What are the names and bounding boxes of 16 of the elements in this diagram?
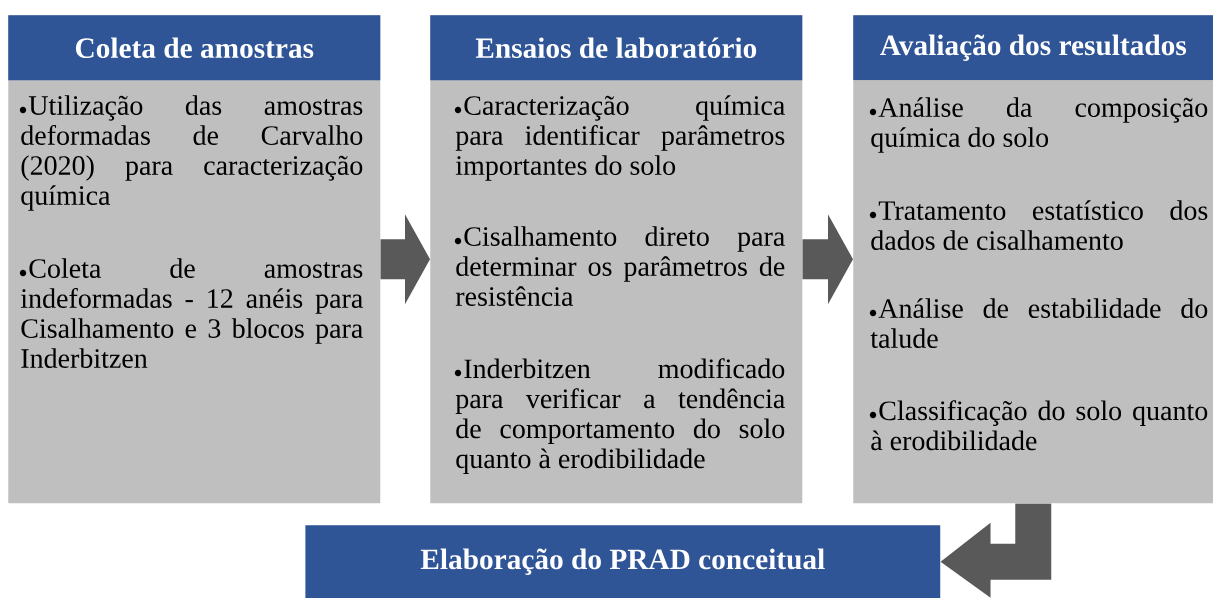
bullet-item: Análise de estabilidade do talude (869, 298, 1208, 348)
bullet-item: Coleta de amostras indeformadas - 12 anéis para Cisalhamento e 3 blocos para Inderbitzen (19, 258, 363, 368)
bullet-item: Cisalhamento direto para determinar os parâmetros de resistência (454, 226, 785, 306)
bullet-item: Análise da composição química do solo (869, 97, 1208, 153)
bullet-item: Classificação do solo quanto à erodibilidade (869, 400, 1208, 451)
block-arrow (802, 214, 853, 305)
block-arrow (380, 214, 430, 305)
block-arrow (940, 503, 1052, 598)
header-bar: Coleta de amostras (8, 15, 381, 81)
bullet-item: Utilização das amostras deformadas de Carvalho (2020) para caracterização química (19, 95, 363, 211)
bullet-item: Tratamento estatístico dos dados de cisalhamento (869, 200, 1208, 250)
header-bar: Avaliação dos resultados (853, 15, 1213, 81)
bullet-item: Caracterização química para identificar parâmetros importantes do solo (454, 95, 785, 181)
header-bar: Ensaios de laboratório (430, 15, 803, 81)
bullet-item: Inderbitzen modificado para verificar a tendência de comportamento do solo quanto à erodibilidade (454, 358, 785, 474)
title-bar: Elaboração do PRAD conceitual (305, 525, 941, 598)
